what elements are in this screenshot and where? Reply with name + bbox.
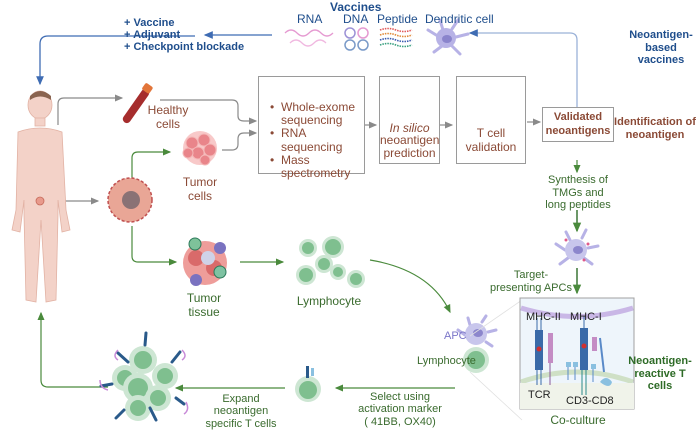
prediction-italic: In silico — [389, 121, 430, 135]
mhc1-label: MHC-I — [570, 311, 602, 323]
arrow-tumor-to-tumor-cells — [131, 148, 172, 196]
vaccine-type-dna: DNA — [343, 12, 369, 26]
arrow-validated-to-vaccines — [468, 29, 578, 133]
treatment-adjuvant: + Adjuvant — [124, 29, 181, 41]
validation-text: T cell validation — [465, 126, 517, 154]
peptide-icon — [379, 27, 413, 48]
tcr-label: TCR — [528, 389, 551, 401]
lymphocytes-icon — [296, 236, 365, 288]
vaccine-type-peptide: Peptide — [377, 12, 418, 26]
select-label: Select using activation marker ( 41BB, O… — [358, 391, 442, 428]
arrow-lymphocyte-to-apc — [369, 259, 451, 314]
label-neoantigen-reactive-t-cells: Neoantigen- reactive T cells — [628, 355, 692, 393]
expanded-tcells-icon — [99, 331, 189, 422]
rna-icon — [284, 29, 334, 47]
coculture-label: Co-culture — [550, 413, 606, 427]
healthy-cells-label: Healthy cells — [147, 103, 189, 131]
label-identification-of-neoantigen: Identification of neoantigen — [614, 116, 696, 141]
method-rna-sequencing: RNA sequencing — [270, 127, 364, 154]
target-apc-label: Target- presenting APCs — [490, 269, 572, 294]
validated-neoantigens-box: Validated neoantigens — [542, 107, 614, 142]
sequencing-box: Whole-exome sequencing RNA sequencing Ma… — [258, 76, 365, 180]
vaccines-title: Vaccines — [330, 0, 382, 14]
arrow-treatment-to-patient — [36, 35, 195, 86]
tumor-tissue-icon — [183, 237, 227, 286]
tumor-cells-label: Tumor cells — [182, 175, 218, 203]
method-whole-exome: Whole-exome sequencing — [270, 100, 364, 127]
cd3-cd8-label: CD3-CD8 — [566, 395, 614, 407]
expand-label: Expand neoantigen specific T cells — [205, 393, 277, 430]
arrow-tumor-to-tissue — [131, 226, 178, 266]
mhc2-label: MHC-II — [526, 311, 561, 323]
validation-box: T cell validation — [456, 76, 526, 164]
treatment-checkpoint-blockade: + Checkpoint blockade — [124, 41, 245, 53]
vaccine-type-rna: RNA — [297, 12, 323, 26]
tumor-mass-icon — [107, 177, 153, 223]
arrow-tumor-to-seq — [222, 129, 258, 151]
dna-icon — [344, 27, 369, 51]
target-apc-icon — [554, 228, 600, 266]
dendritic-cell-icon — [426, 18, 470, 56]
method-mass-spectrometry: Mass spectrometry — [270, 153, 364, 180]
apc-label: APC — [444, 330, 467, 342]
lymphocyte-label: Lymphocyte — [296, 294, 362, 308]
coculture-box-graphic — [519, 297, 635, 410]
validated-text: Validated neoantigens — [545, 111, 611, 137]
tumor-tissue-label: Tumor tissue — [186, 291, 222, 319]
synthesis-label: Synthesis of TMGs and long peptides — [545, 174, 611, 212]
coculture-lymphocyte-label: Lymphocyte — [417, 355, 476, 367]
patient-figure-icon — [11, 90, 71, 303]
tumor-cells-icon — [182, 131, 217, 166]
label-neoantigen-based-vaccines: Neoantigen- based vaccines — [629, 29, 693, 67]
prediction-text: neoantigen prediction — [380, 133, 440, 161]
treatment-vaccine: + Vaccine — [124, 17, 175, 29]
arrow-expanded-to-patient — [37, 311, 108, 388]
prediction-box: In silico neoantigen prediction — [379, 76, 440, 164]
blood-tube-icon — [122, 83, 153, 124]
vaccine-type-dendritic-cell: Dendritic cell — [425, 12, 494, 26]
arrow-patient-to-healthy — [57, 94, 124, 125]
apc-lymphocyte-pair-icon — [456, 299, 523, 421]
arrow-healthy-to-seq — [160, 99, 258, 125]
selected-tcell-icon — [295, 366, 321, 402]
